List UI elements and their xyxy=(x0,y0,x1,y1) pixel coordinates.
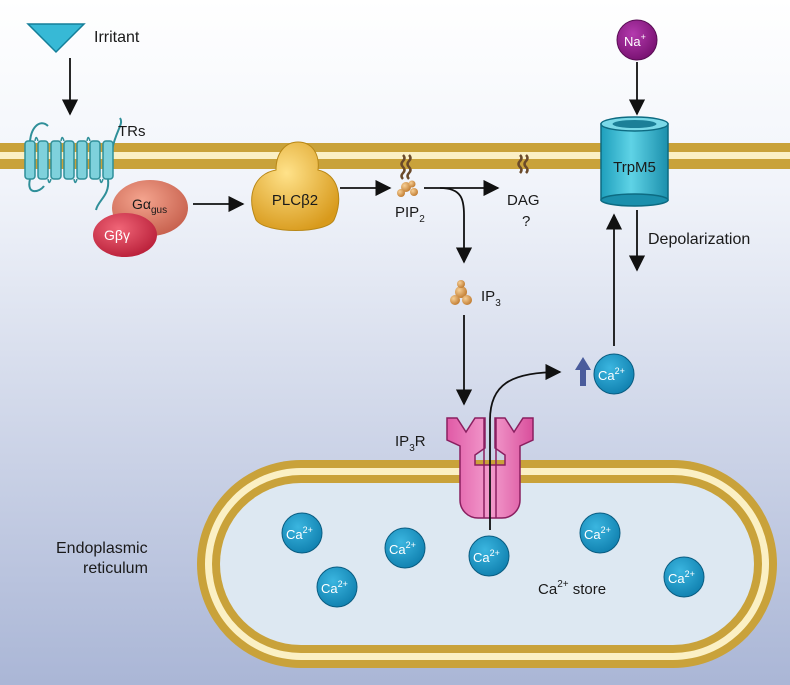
er-ca-ion: Ca2+ xyxy=(281,512,323,554)
pip2: PIP2 xyxy=(395,154,425,225)
irritant: Irritant xyxy=(26,23,140,54)
g-protein: Gαgus Gβγ xyxy=(93,180,188,257)
taste-receptor xyxy=(24,117,122,211)
er-ca-ion: Ca2+ xyxy=(579,512,621,554)
svg-text:Ca2+: Ca2+ xyxy=(668,569,695,586)
plc-label: PLCβ2 xyxy=(272,192,318,209)
ip3-label: IP3 xyxy=(481,288,501,309)
pip2-label: PIP2 xyxy=(395,204,425,225)
sodium-ion: Na+ xyxy=(616,19,658,61)
er-ca-ion: Ca2+ xyxy=(316,566,358,608)
dag-label: DAG xyxy=(507,192,540,209)
svg-text:Ca2+: Ca2+ xyxy=(584,525,611,542)
svg-text:Ca2+: Ca2+ xyxy=(286,525,313,542)
er-ca-ion: Ca2+ xyxy=(468,535,510,577)
ca-release-arrow xyxy=(489,363,562,530)
dag: DAG ? xyxy=(507,154,540,230)
ca-store-label: Ca2+ store xyxy=(538,579,606,598)
g-beta-gamma-label: Gβγ xyxy=(104,227,130,243)
svg-text:Na+: Na+ xyxy=(624,32,646,49)
dag-question: ? xyxy=(522,213,530,230)
g-beta-gamma xyxy=(93,213,157,257)
er-ca-ion: Ca2+ xyxy=(663,556,705,598)
er-label-line1: Endoplasmic xyxy=(56,540,148,557)
svg-text:Ca2+: Ca2+ xyxy=(598,366,625,383)
trpm5-label: TrpM5 xyxy=(613,159,656,176)
svg-text:Ca2+: Ca2+ xyxy=(389,540,416,557)
pip2-to-ip3-arrow xyxy=(439,187,473,264)
depolarization-label: Depolarization xyxy=(648,231,750,248)
irritant-triangle-icon xyxy=(26,23,86,54)
ip3: IP3 xyxy=(450,280,501,309)
svg-text:Ca2+: Ca2+ xyxy=(473,548,500,565)
er-label-line2: reticulum xyxy=(83,560,148,577)
er-ca-ion: Ca2+ xyxy=(384,527,426,569)
irritant-label: Irritant xyxy=(94,29,140,46)
ca-increase-arrow-icon xyxy=(575,357,591,386)
trs-label: TRs xyxy=(118,123,146,140)
svg-text:Ca2+: Ca2+ xyxy=(321,579,348,596)
plasma-membrane xyxy=(0,143,790,169)
trpm5-channel: TrpM5 xyxy=(600,116,669,207)
g-alpha-label: Gαgus xyxy=(132,196,167,216)
ip3r-label: IP3R xyxy=(395,433,426,454)
cytosolic-ca-ion: Ca2+ xyxy=(593,353,635,395)
plc-beta2: PLCβ2 xyxy=(251,141,340,231)
